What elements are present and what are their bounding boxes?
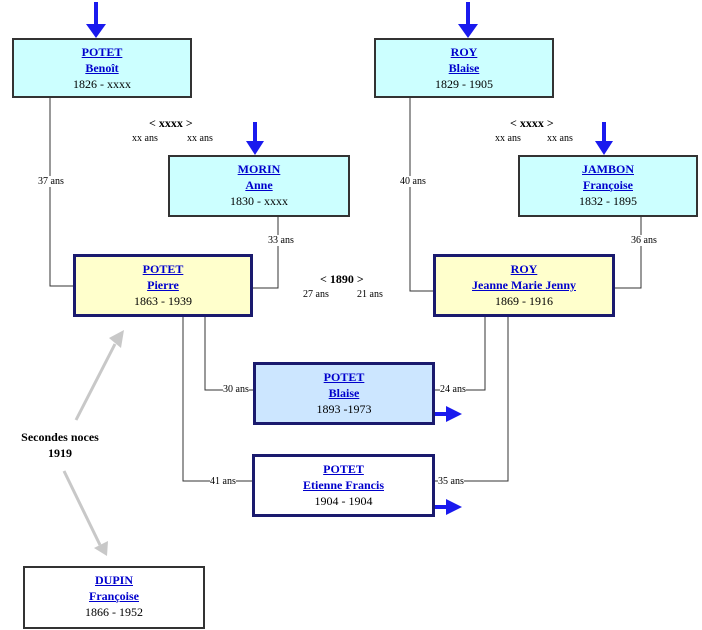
surname-link[interactable]: POTET (142, 262, 184, 276)
surname-link[interactable]: JAMBON (582, 162, 634, 176)
person-card-potet-pierre: POTET Pierre 1863 - 1939 (73, 254, 253, 317)
ancestors-arrow-morin-anne[interactable] (244, 120, 266, 156)
given-name-link[interactable]: Jeanne Marie Jenny (472, 278, 576, 292)
line-pierre-to-blaise (204, 316, 254, 391)
union-age-label: 27 ans (303, 289, 329, 300)
gray-arrow-down-icon (62, 470, 108, 556)
age-label: 40 ans (400, 176, 426, 187)
person-card-potet-etienne: POTET Etienne Francis 1904 - 1904 (252, 454, 435, 517)
arrow-down-icon (458, 2, 478, 38)
life-dates: 1863 - 1939 (134, 294, 192, 308)
surname-link[interactable]: POTET (81, 45, 123, 59)
union-age-label: xx ans (547, 133, 573, 144)
arrow-down-icon (86, 2, 106, 38)
given-name-link[interactable]: Etienne Francis (303, 478, 384, 492)
person-card-potet-benoit: POTET Benoît 1826 - xxxx (12, 38, 192, 98)
person-card-dupin-francoise: DUPIN Françoise 1866 - 1952 (23, 566, 205, 629)
surname-link[interactable]: MORIN (237, 162, 281, 176)
life-dates: 1832 - 1895 (579, 194, 637, 208)
line-anne-to-pierre (251, 216, 279, 289)
arrow-right-icon (434, 499, 462, 515)
descendants-arrow-potet-etienne[interactable] (434, 497, 464, 517)
surname-link[interactable]: DUPIN (95, 573, 133, 587)
line-jeanne-to-blaise (434, 316, 486, 391)
person-card-roy-blaise: ROY Blaise 1829 - 1905 (374, 38, 554, 98)
life-dates: 1826 - xxxx (73, 77, 131, 91)
given-name-link[interactable]: Blaise (328, 386, 360, 400)
arrow-down-icon (246, 122, 264, 155)
union-age-label: 21 ans (357, 289, 383, 300)
surname-link[interactable]: ROY (450, 45, 478, 59)
line-pierre-to-etienne (182, 316, 253, 482)
given-name-link[interactable]: Blaise (448, 61, 480, 75)
given-name-link[interactable]: Benoît (85, 61, 119, 75)
union-age-label: xx ans (495, 133, 521, 144)
line-blaise-to-jeanne (409, 96, 434, 292)
second-marriage-text: Secondes noces (21, 430, 99, 444)
ancestors-arrow-potet-benoit[interactable] (84, 0, 108, 40)
surname-link[interactable]: POTET (323, 462, 364, 476)
life-dates: 1866 - 1952 (85, 605, 143, 619)
ancestors-arrow-jambon-francoise[interactable] (593, 120, 615, 156)
life-dates: 1893 -1973 (316, 402, 372, 416)
union-age-label: xx ans (132, 133, 158, 144)
life-dates: 1830 - xxxx (230, 194, 288, 208)
age-label: 41 ans (210, 476, 236, 487)
person-card-roy-jeanne: ROY Jeanne Marie Jenny 1869 - 1916 (433, 254, 615, 317)
age-label: 35 ans (438, 476, 464, 487)
surname-link[interactable]: ROY (510, 262, 538, 276)
age-label: 33 ans (268, 235, 294, 246)
life-dates: 1869 - 1916 (495, 294, 553, 308)
second-marriage-year: 1919 (48, 446, 72, 460)
union-year-main: < 1890 > (320, 272, 364, 286)
person-card-morin-anne: MORIN Anne 1830 - xxxx (168, 155, 350, 217)
arrow-down-icon (595, 122, 613, 155)
union-year-right-parents: < xxxx > (510, 116, 554, 130)
union-age-label: xx ans (187, 133, 213, 144)
ancestors-arrow-roy-blaise[interactable] (456, 0, 480, 40)
age-label: 30 ans (223, 384, 249, 395)
line-francoise-to-jeanne (614, 216, 642, 289)
union-year-left-parents: < xxxx > (149, 116, 193, 130)
surname-link[interactable]: POTET (323, 370, 365, 384)
age-label: 24 ans (440, 384, 466, 395)
descendants-arrow-potet-blaise[interactable] (434, 404, 464, 424)
gray-arrow-up-icon (74, 330, 124, 421)
life-dates: 1904 - 1904 (314, 494, 373, 508)
life-dates: 1829 - 1905 (435, 77, 493, 91)
given-name-link[interactable]: Françoise (583, 178, 633, 192)
given-name-link[interactable]: Anne (245, 178, 273, 192)
person-card-potet-blaise: POTET Blaise 1893 -1973 (253, 362, 435, 425)
given-name-link[interactable]: Françoise (89, 589, 139, 603)
given-name-link[interactable]: Pierre (147, 278, 179, 292)
line-benoit-to-pierre (49, 96, 74, 287)
arrow-right-icon (434, 406, 462, 422)
line-jeanne-to-etienne (434, 316, 509, 482)
age-label: 36 ans (631, 235, 657, 246)
age-label: 37 ans (38, 176, 64, 187)
person-card-jambon-francoise: JAMBON Françoise 1832 - 1895 (518, 155, 698, 217)
second-marriage-label: Secondes noces 1919 (5, 429, 115, 461)
